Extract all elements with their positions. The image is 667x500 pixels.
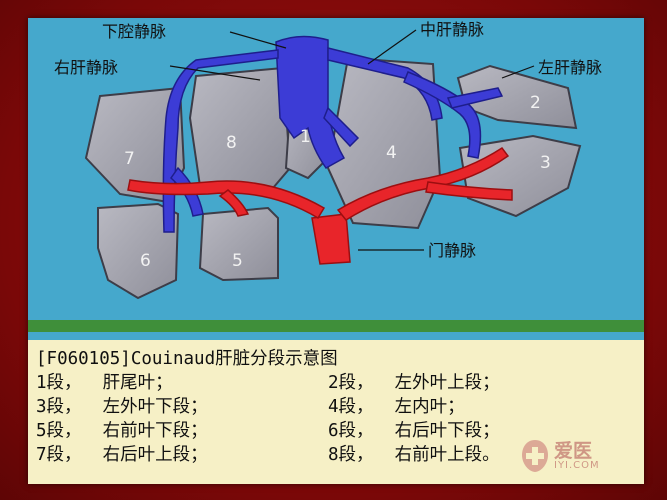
caption-segment-4: 4段， 左内叶； (328, 397, 465, 417)
left-hepatic-branch (446, 87, 504, 109)
caption-segment-7: 7段， 右后叶上段； (36, 445, 208, 465)
label-portal-vein: 门静脉 (428, 241, 476, 260)
caption: [F060105]Couinaud肝脏分段示意图 1段， 肝尾叶； 2段， 左外… (36, 347, 636, 467)
label-ivc: 下腔静脉 (102, 22, 166, 41)
watermark-text: 爱医 (554, 440, 593, 462)
couinaud-liver-diagram: 下腔静脉 右肝静脉 中肝静脉 左肝静脉 门静脉 1 2 3 4 5 6 7 8 (28, 18, 644, 340)
segment-number-7: 7 (124, 149, 135, 169)
portal-left-branch (336, 146, 510, 221)
caption-segment-3: 3段， 左外叶下段； (36, 397, 208, 417)
watermark-subtext: IYI.COM (554, 460, 600, 471)
portal-vein (127, 146, 513, 265)
portal-right-lower (218, 189, 250, 217)
caption-segment-1: 1段， 肝尾叶； (36, 373, 173, 393)
caption-row: 7段， 右后叶上段； 8段， 右前叶上段。 (36, 443, 636, 467)
slide-panel: 下腔静脉 右肝静脉 中肝静脉 左肝静脉 门静脉 1 2 3 4 5 6 7 8 … (28, 18, 644, 484)
segment-number-1: 1 (300, 127, 311, 147)
label-middle-hepatic-vein: 中肝静脉 (420, 20, 484, 39)
label-left-hepatic-vein: 左肝静脉 (538, 58, 602, 77)
ivc-vessel (275, 35, 346, 169)
hepatic-veins (162, 35, 504, 233)
caption-segment-5: 5段， 右前叶下段； (36, 421, 208, 441)
caption-row: 5段， 右前叶下段； 6段， 右后叶下段； (36, 419, 636, 443)
segment-number-5: 5 (232, 251, 243, 271)
segment-number-2: 2 (530, 93, 541, 113)
right-hepatic-vein (162, 49, 279, 233)
leader-lines (169, 29, 535, 251)
watermark: 爱医 IYI.COM (514, 434, 634, 480)
left-hepatic-vein (403, 71, 482, 159)
label-right-hepatic-vein: 右肝静脉 (54, 58, 118, 77)
watermark-logo-icon (522, 440, 548, 472)
portal-right-branch (127, 179, 326, 220)
portal-trunk (311, 213, 351, 265)
segment-number-4: 4 (386, 143, 397, 163)
segment-5 (198, 206, 279, 282)
caption-segment-6: 6段， 右后叶下段； (328, 421, 500, 441)
caption-segment-8: 8段， 右前叶上段。 (328, 445, 500, 465)
segment-number-8: 8 (226, 133, 237, 153)
caption-row: 1段， 肝尾叶； 2段， 左外叶上段； (36, 371, 636, 395)
segment-number-3: 3 (540, 153, 551, 173)
caption-title: [F060105]Couinaud肝脏分段示意图 (36, 349, 338, 369)
caption-row: 3段， 左外叶下段； 4段， 左内叶； (36, 395, 636, 419)
middle-hepatic-branch (323, 106, 360, 148)
segment-6 (97, 202, 180, 300)
caption-segment-2: 2段， 左外叶上段； (328, 373, 500, 393)
ground-band (28, 320, 644, 332)
portal-left-lower (425, 181, 513, 201)
segment-8 (188, 66, 292, 190)
segment-number-6: 6 (140, 251, 151, 271)
